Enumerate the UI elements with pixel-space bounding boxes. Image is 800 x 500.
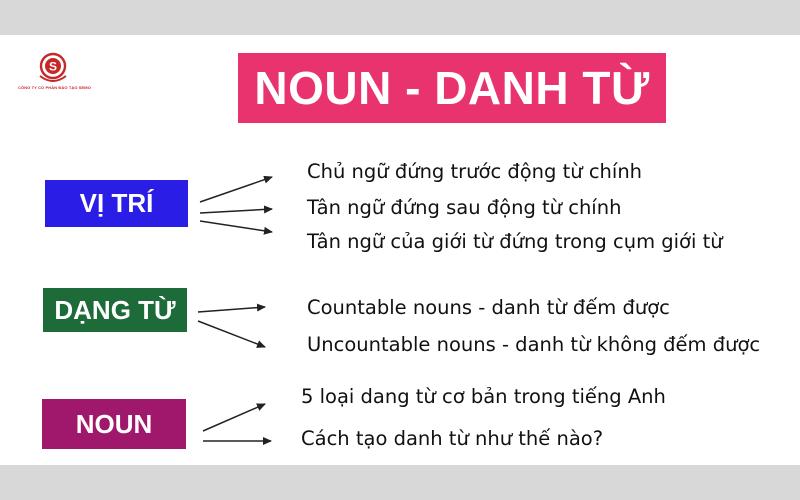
arrow-vitri-3 [199, 220, 273, 235]
vitri-item-1: Chủ ngữ đứng trước động từ chính [307, 160, 643, 183]
tag-noun: NOUN [42, 399, 186, 449]
page-title: NOUN - DANH TỪ [238, 53, 666, 123]
noun-item-2: Cách tạo danh từ như thế nào? [301, 427, 604, 450]
logo-letter: S [49, 60, 57, 74]
logo-emblem-icon: S [39, 52, 67, 82]
dangtu-item-1: Countable nouns - danh từ đếm được [307, 296, 670, 319]
arrow-vitri-2 [199, 205, 273, 214]
vitri-item-3: Tân ngữ của giới từ đứng trong cụm giới … [307, 230, 723, 253]
arrow-noun-1 [202, 403, 266, 432]
vitri-item-2: Tân ngữ đứng sau động từ chính [307, 196, 622, 219]
noun-item-1: 5 loại dang từ cơ bản trong tiếng Anh [301, 385, 666, 408]
company-logo: S CÔNG TY CỔ PHẦN ĐÀO TẠO SEMO [18, 52, 91, 94]
tag-dangtu: DẠNG TỪ [43, 288, 187, 332]
arrow-dangtu-2 [197, 320, 266, 348]
arrow-dangtu-1 [197, 303, 266, 313]
tag-vitri: VỊ TRÍ [45, 180, 188, 227]
arrow-vitri-1 [199, 175, 273, 203]
logo-company-name: CÔNG TY CỔ PHẦN ĐÀO TẠO SEMO [18, 85, 91, 90]
dangtu-item-2: Uncountable nouns - danh từ không đếm đư… [307, 333, 761, 356]
